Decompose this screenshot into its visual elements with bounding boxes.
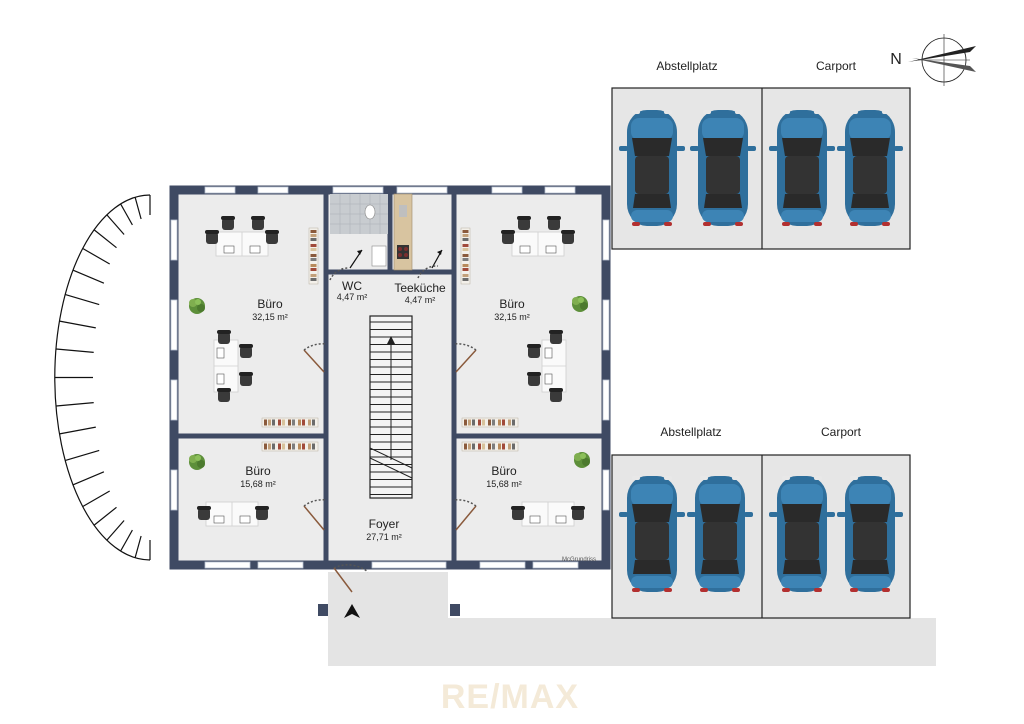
parking-top-left-label: Abstellplatz — [656, 59, 717, 73]
bike-rack-slot — [134, 197, 142, 220]
room-label-buero-bottom-right: Büro — [491, 464, 517, 478]
bike-rack — [54, 194, 151, 561]
bike-rack-slot — [56, 348, 94, 353]
doors — [303, 265, 477, 593]
bike-rack-slot — [93, 229, 117, 249]
plan-credit: McGrundriss — [562, 557, 596, 563]
room-label-foyer: Foyer — [369, 517, 400, 531]
bike-rack-slot — [59, 426, 96, 435]
room-area-buero-bottom-right: 15,68 m² — [486, 479, 522, 489]
bike-rack-slot — [82, 247, 110, 265]
paved-area — [328, 572, 936, 666]
car-icon — [619, 110, 685, 226]
room-area-foyer: 27,71 m² — [366, 532, 402, 542]
bike-rack-slot — [72, 269, 105, 284]
parking-bottom-left-label: Abstellplatz — [660, 425, 721, 439]
bike-rack-slot — [134, 535, 142, 558]
room-area-wc: 4,47 m² — [337, 292, 368, 302]
plant-icon — [189, 298, 205, 314]
room-area-buero-bottom-left: 15,68 m² — [240, 479, 276, 489]
room-label-wc: WC — [342, 279, 362, 293]
parking-bottom: Abstellplatz Carport — [611, 425, 911, 619]
bike-rack-slot — [120, 203, 133, 226]
room-label-teekueche: Teeküche — [394, 281, 446, 295]
room-label-buero-top-left: Büro — [257, 297, 283, 311]
bike-rack-slot — [106, 214, 125, 235]
wc-fixtures — [330, 194, 388, 269]
bike-rack-slot — [59, 320, 96, 329]
room-area-buero-top-right: 32,15 m² — [494, 312, 530, 322]
parking-top: Abstellplatz Carport — [611, 59, 911, 250]
compass-icon: N — [890, 34, 976, 86]
room-area-buero-top-left: 32,15 m² — [252, 312, 288, 322]
bike-rack-slot — [65, 294, 100, 306]
north-label: N — [890, 51, 902, 68]
room-labels: Büro 32,15 m² Büro 32,15 m² Büro 15,68 m… — [240, 279, 596, 563]
parking-top-right-label: Carport — [816, 59, 857, 73]
stairs-icon — [369, 315, 413, 499]
watermark-logo: RE/MAX — [441, 678, 579, 716]
entrance-arrow-icon — [344, 604, 360, 618]
bike-rack-slot — [56, 402, 94, 407]
bookshelf-icon — [261, 417, 319, 428]
room-label-buero-bottom-left: Büro — [245, 464, 271, 478]
kitchen-fixtures — [393, 193, 443, 271]
parking-bottom-right-label: Carport — [821, 425, 862, 439]
bike-rack-slot — [65, 449, 100, 461]
room-label-buero-top-right: Büro — [499, 297, 525, 311]
bike-rack-slot — [82, 490, 110, 508]
bike-rack-slot — [72, 471, 105, 486]
room-area-teekueche: 4,47 m² — [405, 295, 436, 305]
bike-rack-slot — [93, 506, 117, 526]
bike-rack-slot — [106, 520, 125, 541]
bike-rack-slot — [120, 529, 133, 552]
